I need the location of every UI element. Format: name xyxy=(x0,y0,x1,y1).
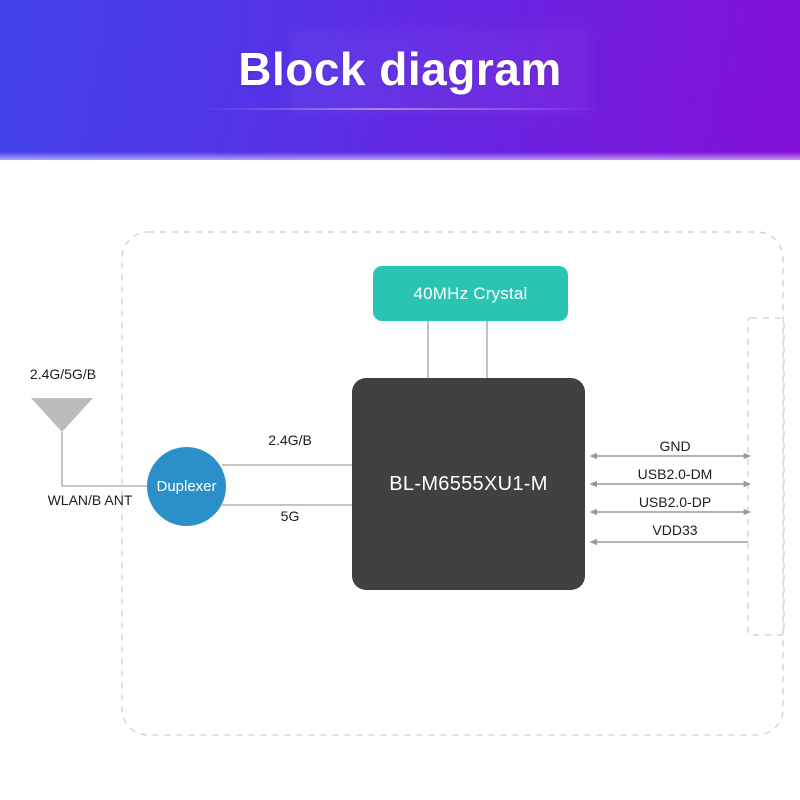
header-glow-decoration xyxy=(290,28,590,114)
node-duplexer[interactable]: Duplexer xyxy=(147,447,226,526)
node-chip[interactable]: BL-M6555XU1-M xyxy=(352,378,585,590)
module-boundary-dashed-rect xyxy=(121,231,784,736)
signal-label-usb20-dp: USB2.0-DP xyxy=(638,494,712,510)
node-crystal[interactable]: 40MHz Crystal xyxy=(373,266,568,321)
signal-label-vdd33: VDD33 xyxy=(652,522,698,538)
node-duplexer-label: Duplexer xyxy=(156,478,217,495)
link-label-24gb: 2.4G/B xyxy=(268,432,312,448)
antenna-duplexer-link xyxy=(61,480,147,487)
node-crystal-label: 40MHz Crystal xyxy=(413,283,528,303)
interface-boundary-dashed-rect xyxy=(747,317,785,636)
signal-label-gnd: GND xyxy=(659,438,691,454)
header-bottom-fade xyxy=(0,152,800,160)
antenna-top-label: 2.4G/5G/B xyxy=(29,366,97,382)
header-banner: Block diagram xyxy=(0,0,800,160)
signal-label-usb20-dm: USB2.0-DM xyxy=(637,466,713,482)
node-chip-label: BL-M6555XU1-M xyxy=(389,472,548,495)
diagram-canvas: 40MHz Crystal BL-M6555XU1-M Duplexer 2.4… xyxy=(0,160,800,800)
diagram-vector-layer xyxy=(31,231,785,736)
antenna-bottom-label: WLAN/B ANT xyxy=(47,492,133,508)
header-divider xyxy=(200,108,600,110)
link-label-5g: 5G xyxy=(280,508,300,524)
page-title: Block diagram xyxy=(238,43,562,95)
antenna-triangle-icon xyxy=(31,398,93,432)
